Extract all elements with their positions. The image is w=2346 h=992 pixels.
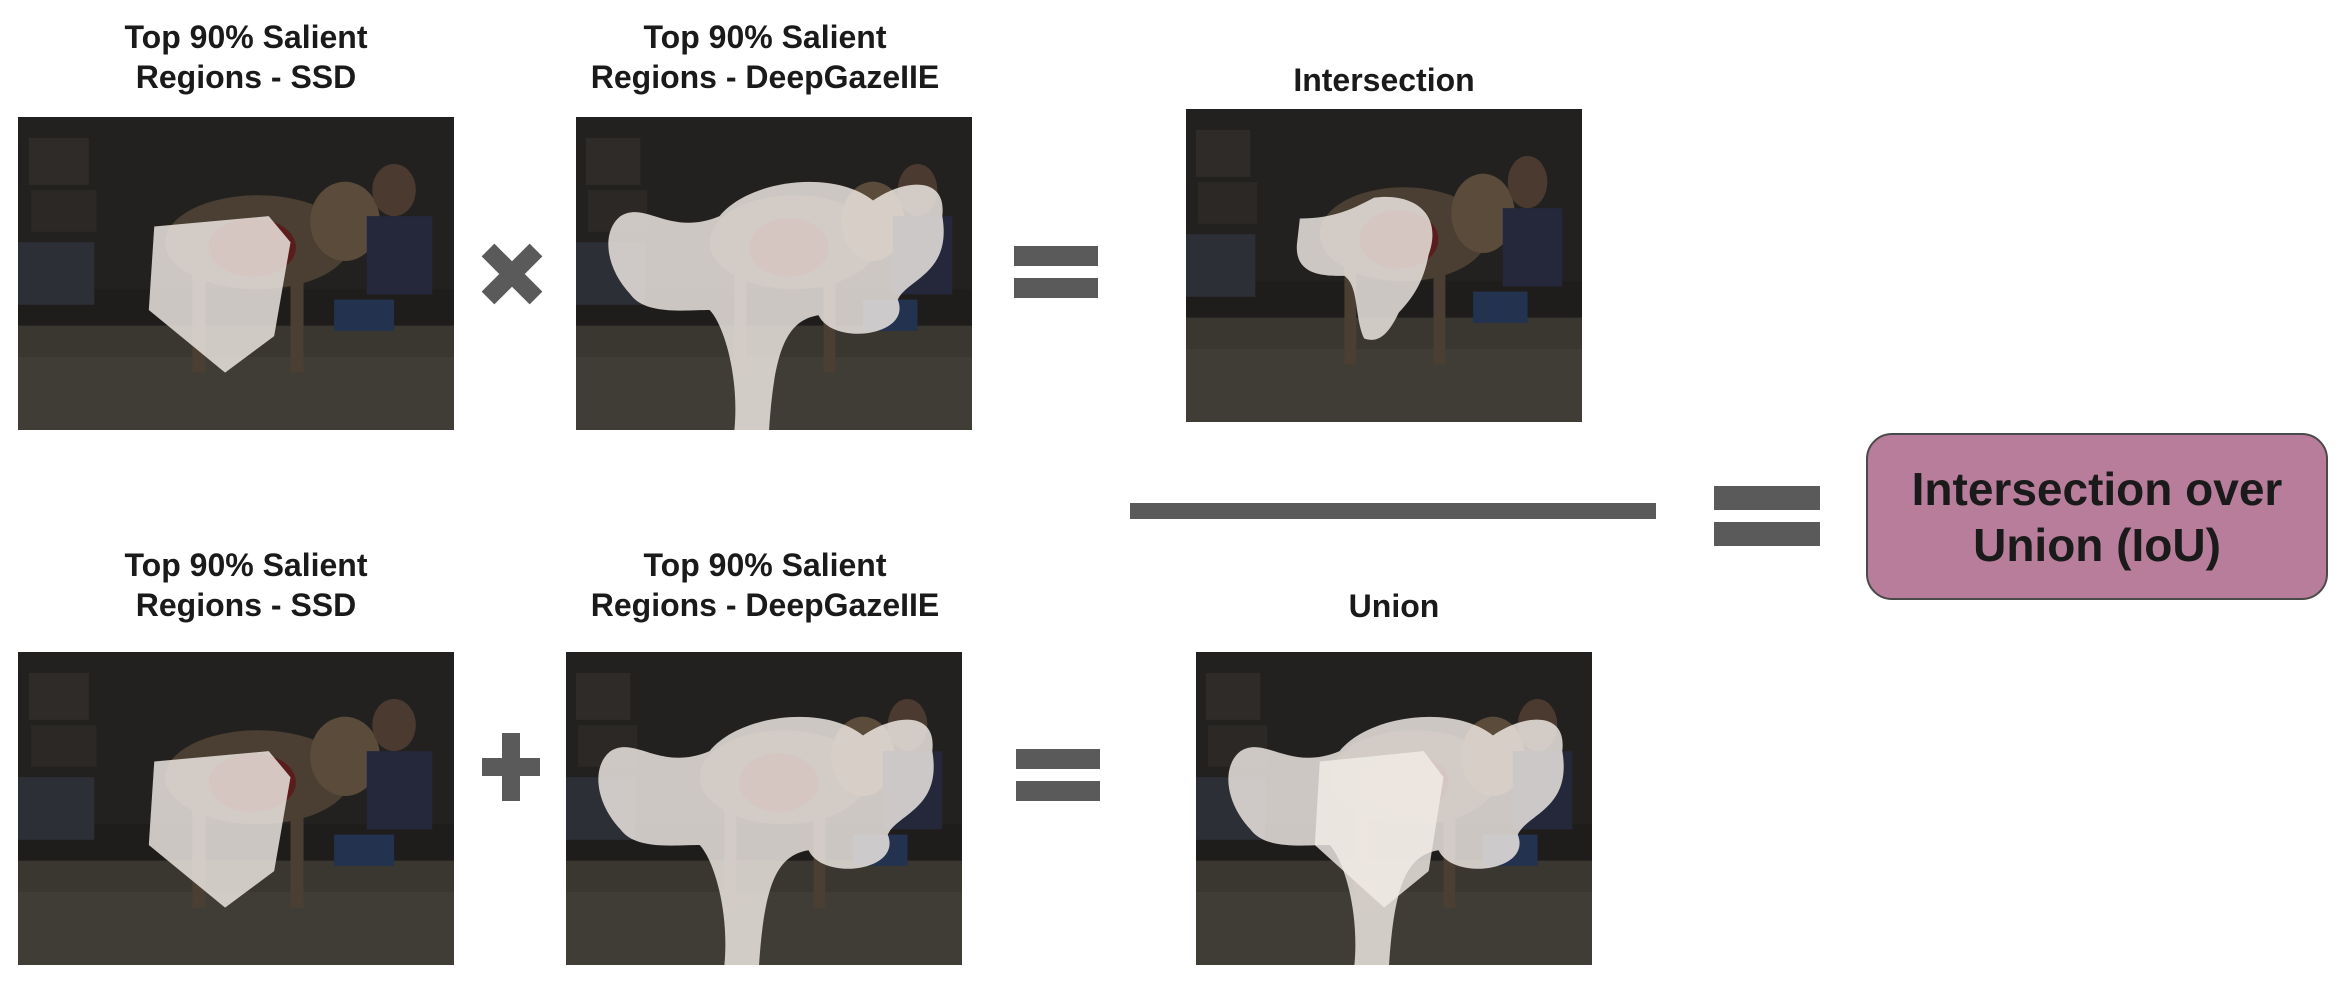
iou-label-line: Intersection over (1911, 462, 2283, 515)
iou-label: Intersection over Union (IoU) (1912, 461, 2283, 573)
photo-deepgaze-bottom (566, 652, 962, 965)
photo-union (1196, 652, 1592, 965)
caption-union: Union (1196, 586, 1592, 626)
caption-intersection: Intersection (1186, 60, 1582, 100)
caption-line: Regions - DeepGazeIIE (590, 59, 940, 95)
equals-icon (1016, 749, 1100, 801)
iou-result-box: Intersection over Union (IoU) (1866, 433, 2328, 600)
photo-intersection (1186, 109, 1582, 422)
caption-deepgaze-top: Top 90% Salient Regions - DeepGazeIIE (560, 17, 970, 97)
iou-label-line: Union (IoU) (1973, 518, 2221, 571)
caption-line: Regions - DeepGazeIIE (590, 587, 940, 623)
plus-icon (482, 733, 540, 801)
photo-ssd-bottom (18, 652, 454, 965)
caption-deepgaze-bottom: Top 90% Salient Regions - DeepGazeIIE (560, 545, 970, 625)
caption-line: Top 90% Salient (643, 19, 887, 55)
caption-line: Top 90% Salient (643, 547, 887, 583)
equals-icon (1014, 246, 1098, 298)
caption-line: Top 90% Salient (124, 19, 368, 55)
caption-line: Union (1348, 588, 1440, 624)
caption-line: Regions - SSD (135, 59, 357, 95)
caption-line: Top 90% Salient (124, 547, 368, 583)
photo-deepgaze-top (576, 117, 972, 430)
caption-line: Intersection (1293, 62, 1475, 98)
fraction-bar (1130, 503, 1656, 519)
equals-icon (1714, 486, 1820, 546)
caption-line: Regions - SSD (135, 587, 357, 623)
photo-ssd-top (18, 117, 454, 430)
caption-ssd-bottom: Top 90% Salient Regions - SSD (18, 545, 474, 625)
multiply-icon (478, 240, 546, 308)
caption-ssd-top: Top 90% Salient Regions - SSD (18, 17, 474, 97)
